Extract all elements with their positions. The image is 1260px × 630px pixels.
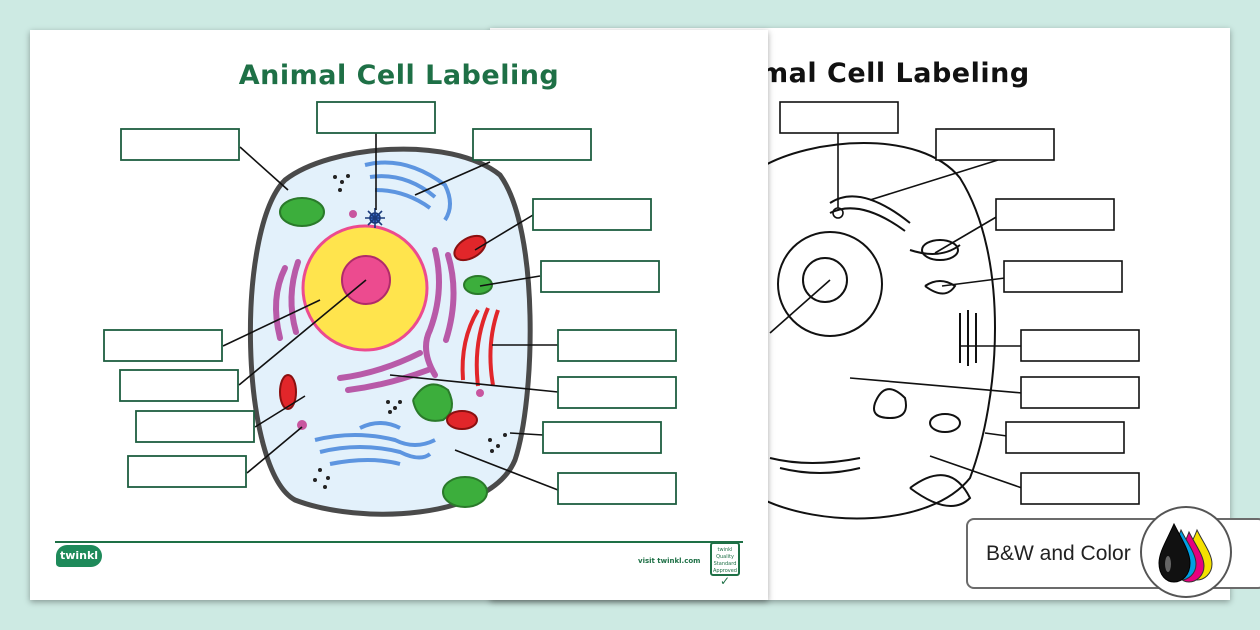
bw-mitochondrion-2 (921, 239, 959, 261)
bw-cell-membrane (759, 142, 996, 520)
vesicle (349, 210, 357, 218)
check-icon: ✓ (719, 574, 731, 588)
lysosome (297, 420, 307, 430)
label-box (532, 198, 652, 231)
ribosomes (313, 174, 507, 489)
animal-cell-diagram (103, 101, 677, 517)
bw-nucleus (777, 231, 883, 337)
bw-vacuole-small (924, 280, 957, 295)
label-box (557, 472, 677, 505)
ink-drops-icon (1140, 506, 1232, 598)
label-box (119, 369, 239, 402)
bw-lysosome (909, 474, 972, 507)
vesicle-2 (476, 389, 484, 397)
label-box (557, 376, 677, 409)
mode-label: B&W and Color (986, 542, 1131, 565)
label-box (103, 329, 223, 362)
label-box (542, 421, 662, 454)
label-box (540, 260, 660, 293)
bw-worksheet-title: mal Cell Labeling (760, 58, 1030, 89)
bw-label-box (1020, 472, 1140, 505)
bw-rough-er (959, 310, 977, 366)
bw-golgi-upper (829, 195, 911, 232)
label-box (127, 455, 247, 488)
bw-label-box (1003, 260, 1123, 293)
vacuole-lower (442, 476, 488, 508)
bw-label-box (779, 101, 899, 134)
ink-drops-graphic (1158, 522, 1213, 583)
bw-label-box (935, 128, 1055, 161)
mitochondria (279, 234, 487, 430)
bw-label-box (1020, 376, 1140, 409)
label-box (120, 128, 240, 161)
vacuole-small (463, 275, 493, 295)
label-box (557, 329, 677, 362)
vacuole (279, 197, 325, 227)
bw-label-box (1005, 421, 1125, 454)
leader-lines (222, 133, 559, 491)
bw-label-box (995, 198, 1115, 231)
label-box (472, 128, 592, 161)
visit-link-text: visit twinkl.com (638, 557, 701, 565)
bw-nucleolus (802, 257, 848, 303)
label-box (135, 410, 255, 443)
twinkl-logo: twinkl (56, 545, 102, 567)
color-worksheet: Animal Cell Labeling (30, 30, 768, 600)
worksheet-title: Animal Cell Labeling (238, 60, 560, 91)
label-boxes (103, 101, 677, 505)
label-box (316, 101, 436, 134)
rough-endoplasmic-reticulum (273, 247, 457, 393)
footer-divider (55, 541, 743, 543)
quality-badge-text: twinkl Quality Standard Approved (713, 547, 737, 574)
bw-cell-diagram (759, 101, 1140, 520)
bw-golgi-lower (769, 457, 861, 474)
quality-badge: twinkl Quality Standard Approved ✓ (710, 542, 740, 587)
smooth-endoplasmic-reticulum (460, 307, 500, 387)
bw-mitochondrion-3 (929, 413, 961, 433)
golgi-apparatus-lower (314, 421, 436, 466)
bw-vacuole (873, 388, 907, 420)
bw-label-box (1020, 329, 1140, 362)
centriole (365, 208, 385, 228)
vacuole-mid (412, 383, 453, 422)
